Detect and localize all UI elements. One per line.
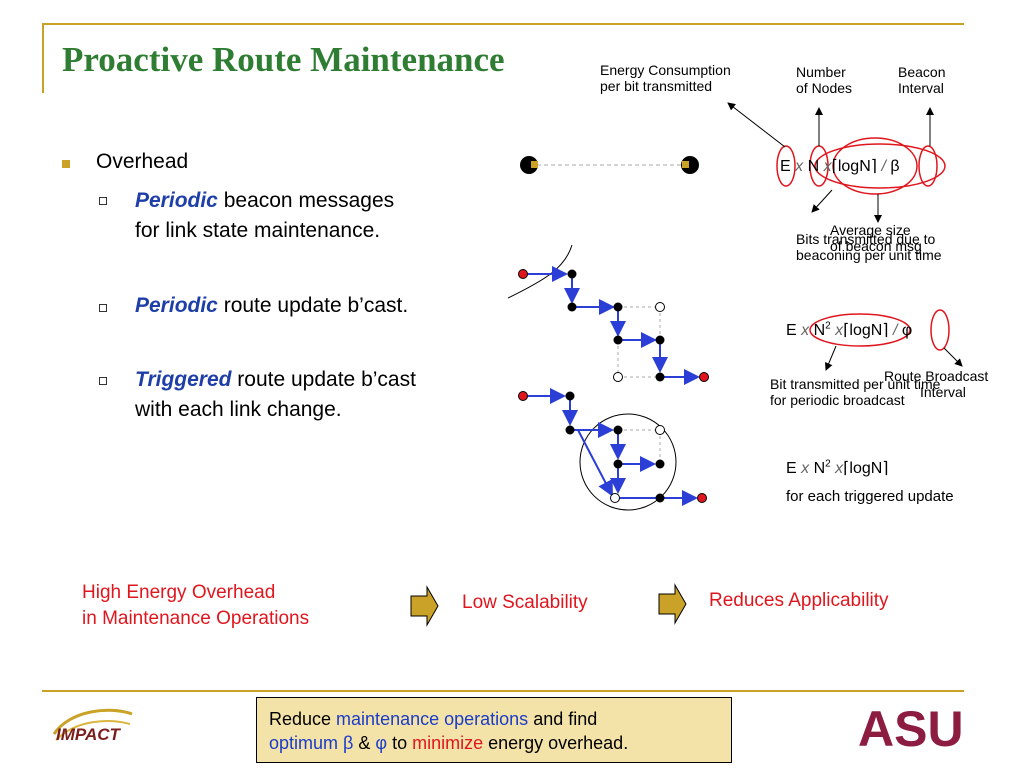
f1-log: ⌈logN⌉ — [831, 158, 877, 175]
sub-bullet-periodic-beacon-line2: for link state maintenance. — [135, 219, 381, 242]
sub-bullet-triggered-line2: with each link change. — [135, 398, 342, 421]
asu-logo-text: ASU — [858, 701, 964, 752]
impact-logo: IMPACT — [52, 708, 133, 744]
f1-times: x — [795, 158, 804, 175]
callout-text: energy overhead. — [483, 733, 629, 753]
keyword-triggered: Triggered — [135, 368, 232, 391]
callout-text: & — [353, 733, 376, 753]
bullet-overhead: Overhead — [96, 150, 189, 173]
reduces-applicability: Reduces Applicability — [709, 590, 889, 611]
label-bits-beaconing: Bits transmitted due to beaconing per un… — [796, 231, 942, 263]
asu-logo: ASU — [858, 701, 964, 752]
callout-text: Reduce — [269, 709, 337, 729]
triggered-update-diagram — [518, 388, 707, 511]
periodic-update-diagram — [507, 244, 709, 385]
label-average-size: Average size of beacon msg — [830, 222, 922, 254]
sub2-text: route update b’cast. — [217, 294, 409, 317]
f1-slash: / — [881, 158, 886, 175]
sub1-text: beacon messages — [217, 189, 395, 212]
f2-log: ⌈logN⌉ — [843, 322, 889, 339]
callout-beta: optimum β — [269, 733, 354, 753]
f2-n: N — [813, 322, 826, 339]
label-bits-line2: beaconing per unit time — [796, 247, 942, 263]
sub-bullet-periodic-beacon: Periodic beacon messages — [135, 187, 394, 215]
high-energy-overhead: High Energy Overhead in Maintenance Oper… — [82, 580, 309, 632]
callout-maintenance: maintenance operations — [336, 709, 529, 729]
label-triggered-update: for each triggered update — [786, 488, 954, 505]
f3-sup: 2 — [825, 458, 831, 470]
footer-divider — [42, 690, 964, 692]
callout-text: to — [387, 733, 413, 753]
label-beacon-line2: Interval — [898, 80, 944, 96]
label-bitpu-line1: Bit transmitted per unit time — [770, 376, 941, 392]
low-scalability: Low Scalability — [462, 592, 588, 613]
frame-left-line — [42, 23, 44, 93]
label-beacon-line1: Beacon — [898, 64, 946, 80]
node-left — [520, 156, 538, 174]
label-bit-per-unit: Bit transmitted per unit time for period… — [770, 376, 940, 408]
sub-bullet-periodic-route: Periodic route update b’cast. — [135, 292, 408, 320]
callout-minimize: minimize — [412, 733, 484, 753]
label-beacon-interval: Beacon Interval — [898, 64, 945, 96]
beacon-icon — [531, 161, 538, 168]
f1-beta: β — [890, 158, 900, 175]
f3-log: ⌈logN⌉ — [843, 460, 889, 477]
f2-phi: φ — [901, 322, 913, 339]
f2-slash: / — [893, 322, 898, 339]
high-line1: High Energy Overhead — [82, 582, 276, 603]
bullet-square-icon — [62, 160, 70, 168]
label-avg-line1: Average size — [830, 222, 911, 238]
label-energy: Energy Consumption per bit transmitted — [600, 62, 731, 94]
keyword-periodic: Periodic — [135, 189, 218, 212]
label-route-interval: Route Broadcast Interval — [884, 368, 988, 400]
impact-logo-text: IMPACT — [56, 725, 122, 744]
callout-phi: φ — [375, 733, 388, 753]
node-right — [681, 156, 699, 174]
formula-periodic: E x N2 x⌈logN⌉ / φ — [786, 320, 912, 340]
f1-n: N — [807, 158, 820, 175]
formula-triggered: E x N2 x⌈logN⌉ — [786, 458, 889, 478]
f2-sup: 2 — [825, 320, 831, 332]
sub3-text: route update b’cast — [231, 368, 416, 391]
callout-text: and find — [528, 709, 598, 729]
label-energy-line1: Energy Consumption — [600, 62, 731, 78]
summary-callout: Reduce maintenance operations and find o… — [256, 697, 732, 763]
frame-top-line — [42, 23, 964, 25]
keyword-periodic: Periodic — [135, 294, 218, 317]
process-arrow-icon — [658, 583, 687, 625]
label-nodes-line2: of Nodes — [796, 80, 853, 96]
f1-e: E — [780, 158, 791, 175]
sub-bullet-triggered: Triggered route update b’cast — [135, 366, 416, 394]
process-arrow-icon — [410, 585, 439, 627]
f2-e: E — [786, 322, 797, 339]
callout-line2: optimum β & φ to minimize energy overhea… — [269, 731, 719, 755]
sub-bullet-icon — [99, 377, 107, 385]
label-nodes: Number of Nodes — [796, 64, 852, 96]
label-route-line1: Route Broadcast — [884, 368, 989, 384]
f1-times: x — [823, 158, 832, 175]
f2-times: x — [835, 322, 844, 339]
f3-n: N — [813, 460, 826, 477]
callout-line1: Reduce maintenance operations and find — [269, 707, 719, 731]
label-nodes-line1: Number — [796, 64, 846, 80]
beacon-link-diagram — [520, 156, 699, 174]
formula1-annotations — [727, 102, 946, 223]
sub-bullet-icon — [99, 304, 107, 312]
high-line2: in Maintenance Operations — [82, 608, 310, 629]
f3-times: x — [835, 460, 844, 477]
f2-times: x — [801, 322, 810, 339]
label-energy-line2: per bit transmitted — [600, 78, 713, 94]
label-bits-line1: Bits transmitted due to — [796, 231, 936, 247]
label-route-line2: Interval — [920, 384, 966, 400]
label-avg-line2: of beacon msg — [830, 238, 922, 254]
formula2-annotations — [809, 309, 963, 371]
sub-bullet-icon — [99, 197, 107, 205]
beacon-icon — [682, 161, 689, 168]
f3-e: E — [786, 460, 797, 477]
page-title: Proactive Route Maintenance — [62, 40, 505, 79]
formula-beacon: E x N x⌈logN⌉ / β — [780, 156, 900, 176]
label-bitpu-line2: for periodic broadcast — [770, 392, 905, 408]
f3-times: x — [801, 460, 810, 477]
